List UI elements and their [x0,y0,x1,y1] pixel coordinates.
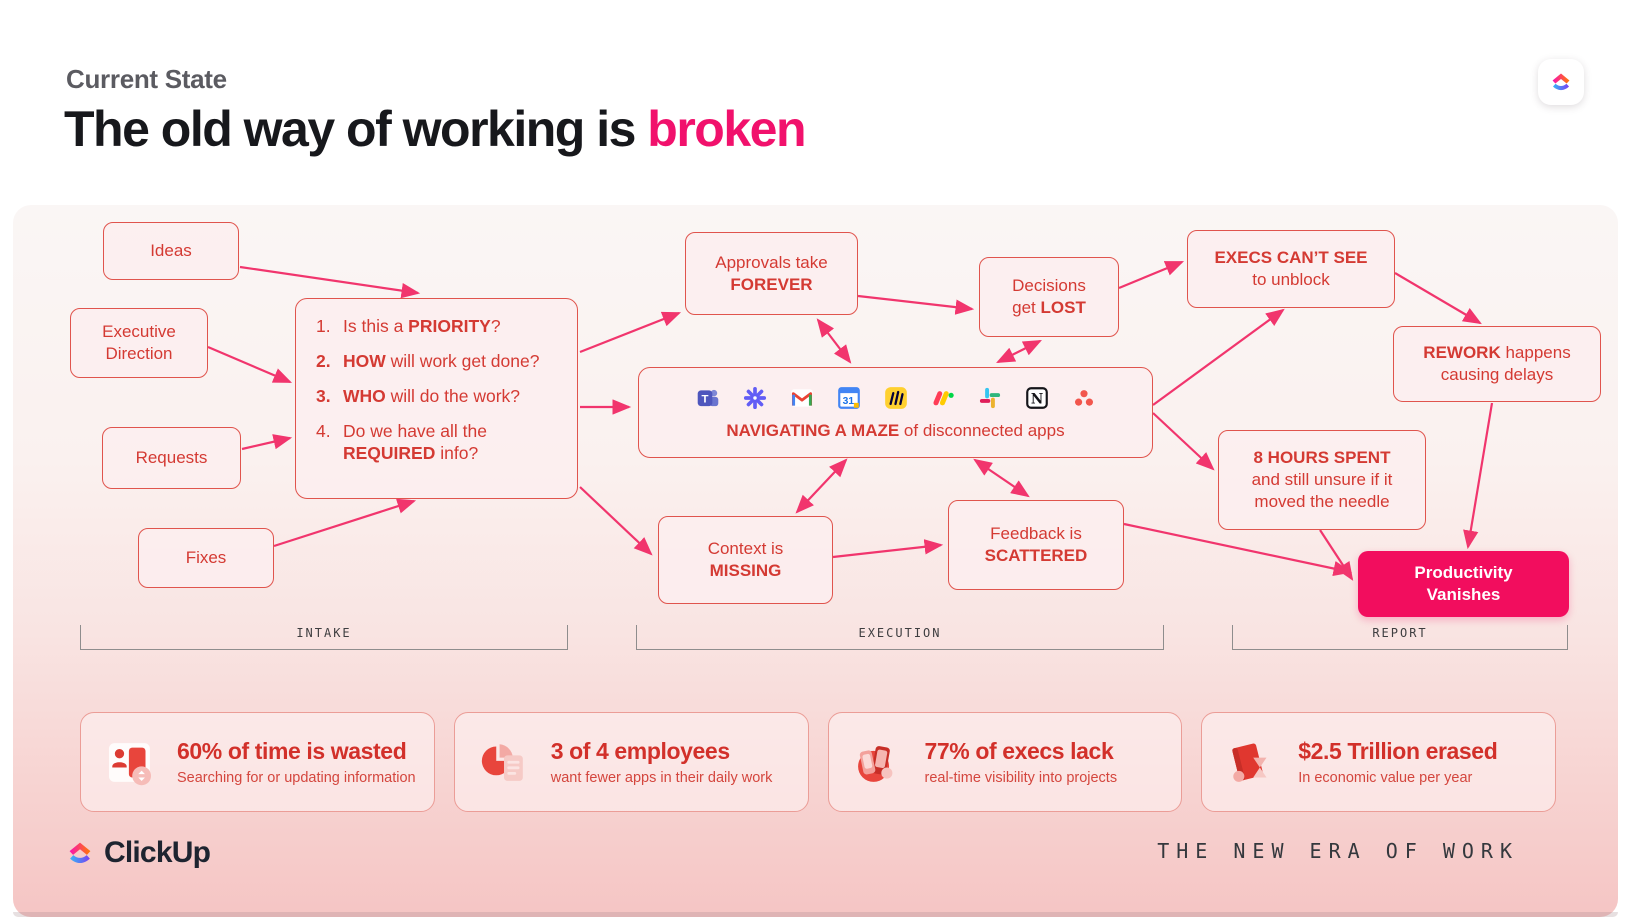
gmail-icon [790,388,813,407]
slide-eyebrow: Current State [66,64,227,94]
stat-subtext: want fewer apps in their daily work [550,770,773,786]
stat-subtext: In economic value per year [1298,770,1473,786]
footer-brand-name: ClickUp [104,836,211,869]
pie-chart-icon [481,744,523,781]
stat-headline: $2.5 Trillion erased [1298,738,1498,764]
question-item: 1.Is this a PRIORITY? [316,316,501,336]
stat-headline: 3 of 4 employees [550,738,730,764]
footer-brand: ClickUp [64,836,211,870]
bracket-execution-label: EXECUTION [858,626,942,640]
stat-card-economic-value: $2.5 Trillion erased In economic value p… [1201,712,1556,812]
bracket-report-label: REPORT [1372,626,1428,640]
stat-headline: 60% of time is wasted [177,738,407,764]
footer-tagline: THE NEW ERA OF WORK [1157,839,1519,863]
devices-icon [857,746,892,782]
box-ideas: Ideas [103,222,239,280]
clickup-logo-icon [1552,73,1570,91]
stat-card-fewer-apps: 3 of 4 employees want fewer apps in thei… [453,712,809,812]
svg-text:T: T [701,393,708,405]
bracket-intake-label: INTAKE [296,626,352,640]
stat-card-exec-visibility: 77% of execs lack real-time visibility i… [827,712,1183,812]
svg-text:31: 31 [842,396,854,407]
asana-icon [1074,389,1093,406]
clickup-app-icon [1538,59,1584,105]
maze-caption: NAVIGATING A MAZE of disconnected apps [726,420,1065,440]
stat-subtext: real-time visibility into projects [924,770,1118,786]
question-item: 4.Do we have all the REQUIRED info? [316,420,487,463]
notion-icon: N [1025,386,1048,409]
teams-icon: T [697,389,718,406]
bracket-execution: EXECUTION [636,625,1164,650]
clickup-logo-icon [69,842,91,863]
box-fixes: Fixes [138,528,274,588]
box-requests: Requests [102,427,241,489]
box-disconnected-apps: T 31 [638,367,1153,458]
svg-text:N: N [1030,391,1042,407]
bracket-intake: INTAKE [80,625,568,650]
bracket-report: REPORT [1232,625,1568,650]
stats-row: 60% of time is wasted Searching for or u… [80,712,1556,812]
slide-title: The old way of working is broken [64,101,806,157]
app-icon-row: T 31 [695,385,1097,411]
slide-title-highlight: broken [647,101,806,157]
stat-headline: 77% of execs lack [924,738,1114,764]
google-calendar-icon: 31 [837,386,860,409]
stat-subtext: Searching for or updating information [177,770,416,786]
miro-icon [884,386,907,409]
box-intake-questions: 1.Is this a PRIORITY? 2.HOW will work ge… [295,298,578,499]
id-card-icon [108,743,152,786]
monday-icon [932,390,954,405]
book-icon [1232,743,1267,782]
question-item: 3.WHO will do the work? [316,385,521,406]
stat-card-time-wasted: 60% of time is wasted Searching for or u… [80,712,435,812]
slack-icon [979,387,1000,408]
loom-icon [743,386,766,409]
question-item: 2.HOW will work get done? [316,350,540,371]
